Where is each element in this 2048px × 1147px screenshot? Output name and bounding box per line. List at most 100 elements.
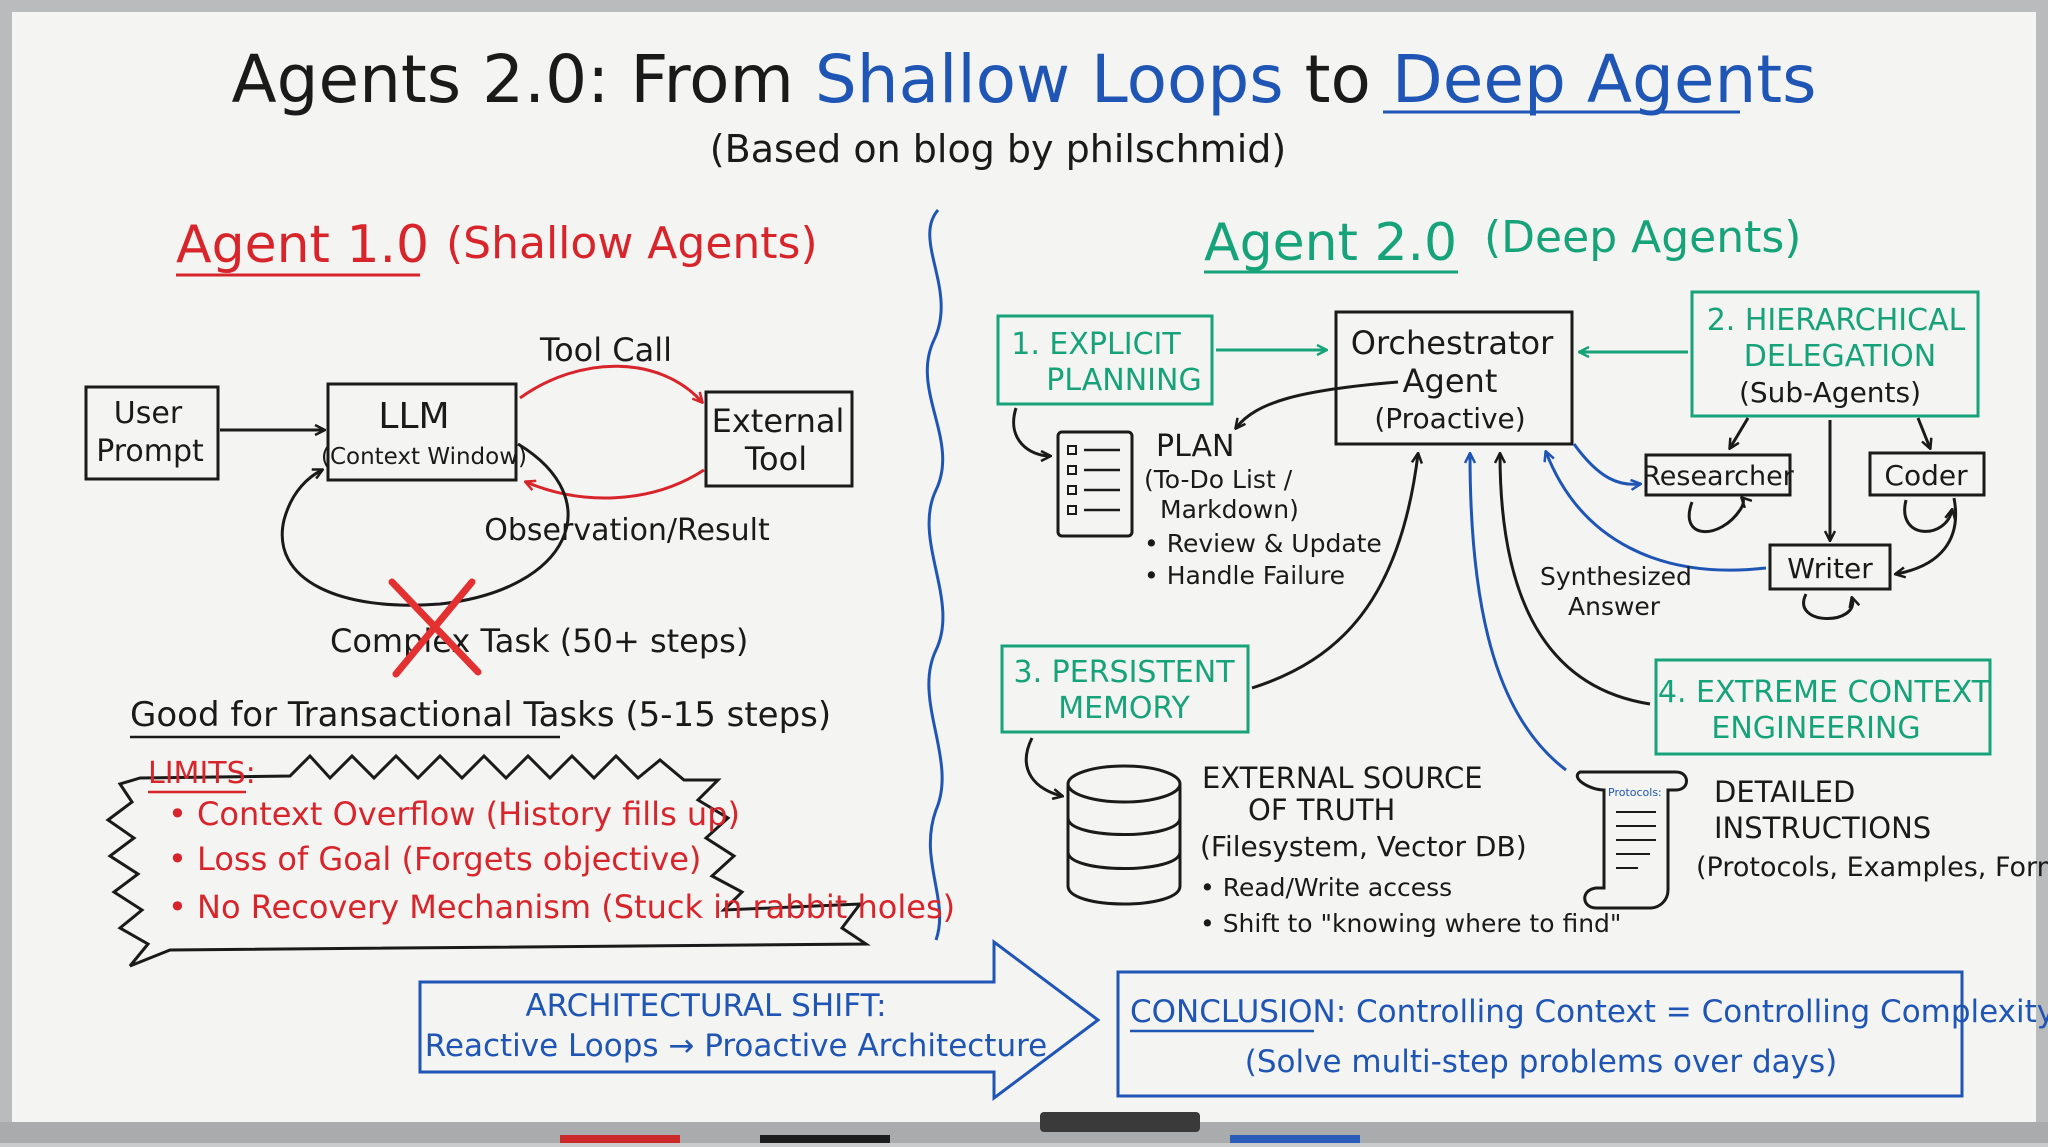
- llm-label: LLM: [378, 396, 449, 437]
- marker-tray: [0, 1122, 2048, 1143]
- writer-box: [1768, 543, 1892, 591]
- pillar-hierarchical-delegation: [1690, 290, 1980, 418]
- coder-box: [1868, 451, 1986, 497]
- observation-arrow: [526, 468, 705, 500]
- page-title: Agents 2.0: From Shallow Loops to Deep A…: [231, 41, 1816, 118]
- external-tool-label-1: External: [712, 402, 845, 440]
- conclusion-label: CONCLUSION:: [1130, 994, 1346, 1030]
- orchestrator-box: [1334, 310, 1574, 446]
- writer-loop-arrow: [1802, 593, 1853, 620]
- conclusion-text: CONCLUSION: Controlling Context = Contro…: [1130, 994, 2048, 1030]
- coder-loop-arrow: [1903, 499, 1952, 533]
- red-marker: [560, 1135, 680, 1143]
- pillar1-label-2: PLANNING: [1046, 363, 1201, 398]
- section-divider: [925, 209, 945, 941]
- external-source-label-4: • Read/Write access: [1200, 873, 1452, 902]
- external-tool-label-2: Tool: [744, 440, 807, 478]
- researcher-box: [1644, 453, 1792, 497]
- plan-label: PLAN: [1156, 429, 1234, 464]
- pillar4-label-2: ENGINEERING: [1711, 711, 1920, 746]
- external-source-label-1: EXTERNAL SOURCE: [1202, 761, 1483, 795]
- shift-label-2: Reactive Loops → Proactive Architecture: [425, 1028, 1048, 1064]
- architectural-shift-arrow: [418, 939, 1101, 1101]
- orchestrator-label-2: Agent: [1403, 362, 1498, 400]
- user-prompt-label-2: Prompt: [96, 434, 204, 469]
- synthesized-label-1: Synthesized: [1540, 562, 1692, 591]
- pillar2-label-2: DELEGATION: [1744, 339, 1936, 374]
- limit-item: • No Recovery Mechanism (Stuck in rabbit…: [168, 888, 955, 926]
- orchestrator-to-plan-arrow: [1236, 380, 1399, 428]
- pillar1-label-1: 1. EXPLICIT: [1011, 327, 1181, 362]
- external-source-label-3: (Filesystem, Vector DB): [1200, 830, 1527, 863]
- llm-loop-arrow: [280, 442, 570, 607]
- document-list-icon: [1056, 430, 1134, 538]
- agent1-heading-sub: (Shallow Agents): [446, 218, 818, 269]
- database-icon: [1066, 764, 1182, 906]
- external-source-label-5: • Shift to "knowing where to find": [1200, 909, 1621, 938]
- researcher-loop-arrow: [1687, 498, 1743, 534]
- page-subtitle: (Based on blog by philschmid): [710, 127, 1286, 171]
- pillar2-label-1: 2. HIERARCHICAL: [1707, 303, 1966, 338]
- pillar4-label-1: 4. EXTREME CONTEXT: [1658, 675, 1991, 710]
- observation-label: Observation/Result: [484, 513, 770, 548]
- orchestrator-label-3: (Proactive): [1374, 402, 1525, 435]
- good-for-label: Good for Transactional Tasks (5-15 steps…: [130, 695, 831, 735]
- detailed-label-3: (Protocols, Examples, Formats): [1696, 852, 2048, 883]
- plan-line: Markdown): [1160, 495, 1299, 524]
- plan-line: (To-Do List /: [1144, 465, 1293, 494]
- scroll-document-icon: [1576, 770, 1688, 910]
- delegation-to-researcher-arrow: [1730, 417, 1750, 448]
- pillar-persistent-memory: [1000, 644, 1250, 734]
- coder-label: Coder: [1884, 459, 1968, 492]
- orchestrator-label-1: Orchestrator: [1351, 324, 1554, 362]
- scroll-label: Protocols:: [1608, 786, 1662, 799]
- blue-marker: [1230, 1135, 1360, 1143]
- orchestrator-to-researcher-arrow: [1572, 443, 1640, 484]
- memory-to-orchestrator-arrow: [1251, 454, 1418, 690]
- limits-burst: [105, 753, 871, 968]
- external-source-label-2: OF TRUTH: [1248, 793, 1395, 827]
- llm-sub-label: (Context Window): [321, 444, 527, 470]
- detailed-label-2: INSTRUCTIONS: [1714, 811, 1931, 845]
- agent1-heading: Agent 1.0: [176, 215, 429, 275]
- memory-to-db-arrow: [1024, 737, 1062, 796]
- shift-label-1: ARCHITECTURAL SHIFT:: [525, 988, 886, 1024]
- pillar3-label-2: MEMORY: [1058, 691, 1190, 726]
- agent2-heading-sub: (Deep Agents): [1484, 212, 1801, 263]
- black-marker: [760, 1135, 890, 1143]
- pillar3-label-1: 3. PERSISTENT: [1013, 655, 1235, 690]
- pillar2-label-3: (Sub-Agents): [1739, 376, 1921, 409]
- user-prompt-box: [84, 385, 220, 481]
- external-tool-box: [704, 390, 854, 488]
- plan-line: • Review & Update: [1144, 529, 1382, 558]
- user-prompt-label-1: User: [114, 396, 183, 431]
- delegation-to-coder-arrow: [1916, 417, 1930, 448]
- limits-label: LIMITS:: [148, 756, 256, 791]
- pillar-explicit-planning: [996, 314, 1214, 406]
- detailed-label-1: DETAILED: [1714, 775, 1855, 809]
- limit-item: • Loss of Goal (Forgets objective): [168, 840, 701, 878]
- agent2-heading: Agent 2.0: [1204, 213, 1457, 273]
- eraser: [1040, 1112, 1200, 1132]
- writer-label: Writer: [1787, 552, 1873, 585]
- conclusion-box: [1116, 970, 1964, 1098]
- tool-call-arrow: [519, 364, 702, 402]
- researcher-label: Researcher: [1642, 461, 1794, 492]
- limit-item: • Context Overflow (History fills up): [168, 795, 740, 833]
- conclusion-sub: (Solve multi-step problems over days): [1245, 1044, 1837, 1080]
- instructions-to-orchestrator-arrow: [1470, 454, 1567, 772]
- llm-box: [326, 382, 518, 482]
- writer-to-orchestrator-arrow: [1546, 452, 1767, 572]
- planning-to-doc-arrow: [1012, 407, 1050, 456]
- context-to-orchestrator-arrow: [1500, 454, 1651, 706]
- board-surface: [12, 12, 2036, 1130]
- conclusion-body: Controlling Context = Controlling Comple…: [1346, 994, 2048, 1030]
- tool-call-label: Tool Call: [539, 331, 672, 369]
- plan-line: • Handle Failure: [1144, 561, 1345, 590]
- cross-mark-icon: [388, 578, 482, 678]
- synthesized-label-2: Answer: [1568, 592, 1661, 621]
- complex-task-label: Complex Task (50+ steps): [330, 622, 748, 660]
- pillar-extreme-context-engineering: [1654, 658, 1992, 756]
